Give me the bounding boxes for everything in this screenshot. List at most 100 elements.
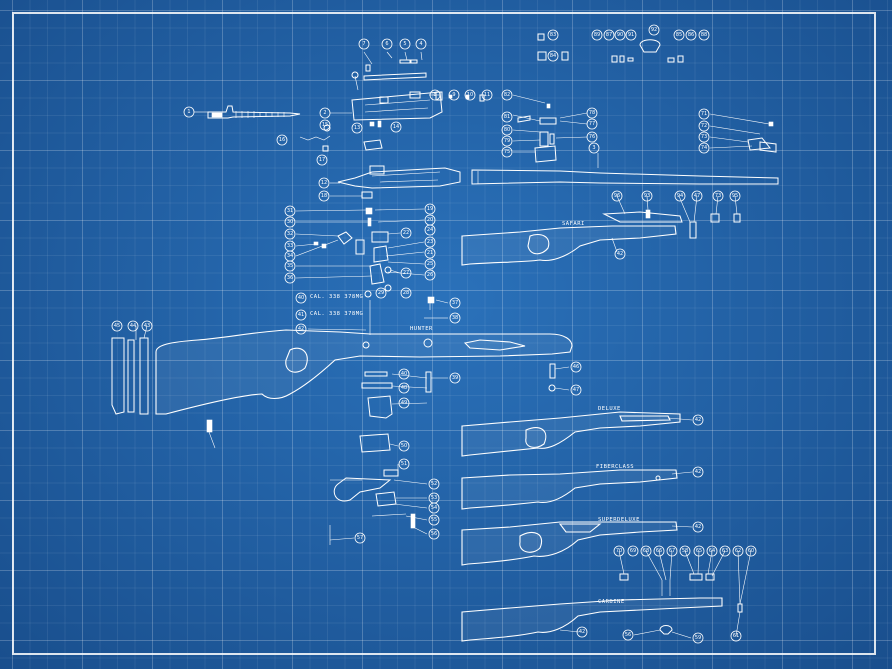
svg-text:12: 12 xyxy=(321,180,327,186)
callout-17: 17 xyxy=(316,154,328,166)
callout-42-carbine: 42 xyxy=(576,626,588,638)
stock-carbine xyxy=(461,573,743,642)
callout-13: 13 xyxy=(351,122,363,134)
svg-text:93: 93 xyxy=(644,193,650,199)
svg-text:64: 64 xyxy=(709,548,715,554)
svg-text:95: 95 xyxy=(732,193,738,199)
blueprint-border xyxy=(12,12,876,655)
svg-text:82: 82 xyxy=(504,92,510,98)
svg-text:89: 89 xyxy=(594,32,600,38)
callout-7: 7 xyxy=(358,38,370,50)
svg-text:83: 83 xyxy=(550,32,556,38)
svg-text:3: 3 xyxy=(592,145,595,151)
caliber-label-40: CAL. 338 378MG xyxy=(310,294,363,300)
svg-text:17: 17 xyxy=(319,157,325,163)
svg-text:13: 13 xyxy=(354,125,360,131)
callout-4: 4 xyxy=(415,38,427,50)
callout-59: 59 xyxy=(692,632,704,644)
callout-44: 44 xyxy=(127,320,139,332)
callout-55: 55 xyxy=(428,514,440,526)
callout-52: 52 xyxy=(428,478,440,490)
svg-text:7: 7 xyxy=(362,41,365,47)
svg-text:86: 86 xyxy=(688,32,694,38)
callout-90: 90 xyxy=(614,29,626,41)
callout-42-hunter: 42 xyxy=(295,323,307,335)
callout-42-safari: 42 xyxy=(614,248,626,260)
callout-8: 8 xyxy=(429,89,441,101)
svg-text:8: 8 xyxy=(433,92,436,98)
callout-21: 21 xyxy=(424,247,436,259)
callout-67: 67 xyxy=(666,545,678,557)
callout-65: 65 xyxy=(693,545,705,557)
svg-text:24: 24 xyxy=(427,227,433,233)
svg-text:5: 5 xyxy=(403,41,406,47)
svg-text:30: 30 xyxy=(287,219,293,225)
svg-text:59: 59 xyxy=(695,635,701,641)
svg-text:38: 38 xyxy=(452,315,458,321)
callout-86: 86 xyxy=(685,29,697,41)
callout-74: 74 xyxy=(698,142,710,154)
callout-93: 93 xyxy=(641,190,653,202)
callout-41: 41 xyxy=(295,309,307,321)
svg-text:62: 62 xyxy=(735,548,741,554)
callout-32: 32 xyxy=(284,228,296,240)
callout-75: 75 xyxy=(501,146,513,158)
svg-text:48: 48 xyxy=(401,385,407,391)
svg-text:47: 47 xyxy=(573,387,579,393)
svg-text:79: 79 xyxy=(504,138,510,144)
svg-text:80: 80 xyxy=(504,127,510,133)
callout-39: 39 xyxy=(449,372,461,384)
stock-label-fiberclass: FIBERCLASS xyxy=(596,464,634,470)
svg-text:42: 42 xyxy=(298,326,304,332)
svg-text:23: 23 xyxy=(427,239,433,245)
callout-85: 85 xyxy=(673,29,685,41)
callout-45: 45 xyxy=(111,320,123,332)
svg-text:42: 42 xyxy=(695,524,701,530)
svg-text:53: 53 xyxy=(431,495,437,501)
callout-40: 40 xyxy=(295,292,307,304)
callout-47: 47 xyxy=(570,384,582,396)
callout-12: 12 xyxy=(318,177,330,189)
svg-text:2: 2 xyxy=(323,110,326,116)
callout-2: 2 xyxy=(319,107,331,119)
leader-lines xyxy=(135,51,770,639)
svg-text:60: 60 xyxy=(748,548,754,554)
svg-text:14: 14 xyxy=(393,124,399,130)
callout-73: 73 xyxy=(698,131,710,143)
callout-40-lower: 40 xyxy=(398,368,410,380)
svg-text:51: 51 xyxy=(401,461,407,467)
svg-text:54: 54 xyxy=(431,505,437,511)
callout-80: 80 xyxy=(501,124,513,136)
callout-42-superdeluxe: 42 xyxy=(692,521,704,533)
callout-22: 22 xyxy=(400,227,412,239)
callout-70: 70 xyxy=(613,545,625,557)
callout-18: 18 xyxy=(318,190,330,202)
callout-91: 91 xyxy=(625,29,637,41)
svg-text:70: 70 xyxy=(616,548,622,554)
callout-15: 15 xyxy=(319,119,331,131)
callout-51: 51 xyxy=(398,458,410,470)
svg-text:69: 69 xyxy=(630,548,636,554)
svg-text:42: 42 xyxy=(617,251,623,257)
callout-84: 84 xyxy=(547,50,559,62)
callout-26: 26 xyxy=(424,269,436,281)
callout-34: 34 xyxy=(284,250,296,262)
callout-81: 81 xyxy=(501,111,513,123)
receiver-parts xyxy=(299,59,485,152)
svg-text:28: 28 xyxy=(403,290,409,296)
callout-33: 33 xyxy=(284,240,296,252)
callout-68: 68 xyxy=(640,545,652,557)
svg-text:73: 73 xyxy=(715,193,721,199)
callout-1: 1 xyxy=(183,106,195,118)
svg-text:32: 32 xyxy=(287,231,293,237)
bottom-metal-parts xyxy=(206,371,432,545)
stock-label-safari: SAFARI xyxy=(562,221,585,227)
svg-text:25: 25 xyxy=(427,261,433,267)
callout-89: 89 xyxy=(591,29,603,41)
svg-text:20: 20 xyxy=(427,217,433,223)
svg-text:9: 9 xyxy=(452,92,455,98)
svg-text:44: 44 xyxy=(130,323,136,329)
callout-47-upper: 47 xyxy=(691,190,703,202)
callout-38: 38 xyxy=(449,312,461,324)
svg-text:40: 40 xyxy=(401,371,407,377)
